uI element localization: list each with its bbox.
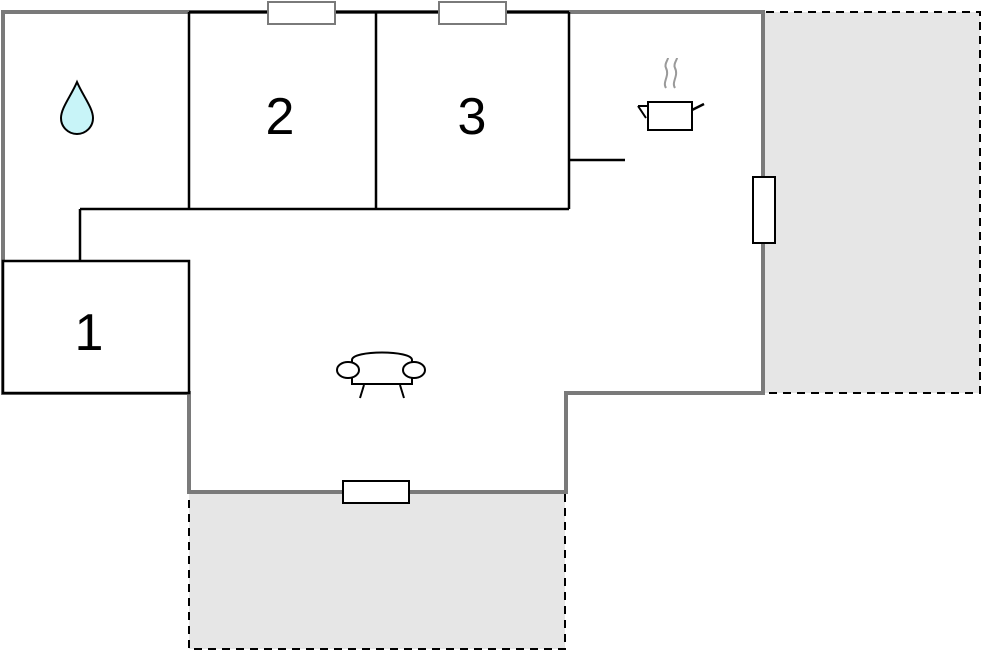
cooking-pot-icon: [637, 57, 705, 131]
window-south: [342, 480, 410, 504]
room-2-number: 2: [266, 88, 295, 146]
sofa-icon: [336, 351, 426, 399]
room-3-number: 3: [458, 88, 487, 146]
window-top-room-2: [267, 1, 336, 25]
room-1-number: 1: [75, 304, 104, 362]
room-1: [1, 259, 191, 395]
terrace-east: [737, 11, 981, 394]
water-drop-icon: [59, 79, 95, 135]
window-top-room-3: [438, 1, 507, 25]
window-east: [752, 176, 776, 244]
terrace-south: [188, 491, 566, 650]
interior-floor: [3, 12, 763, 492]
